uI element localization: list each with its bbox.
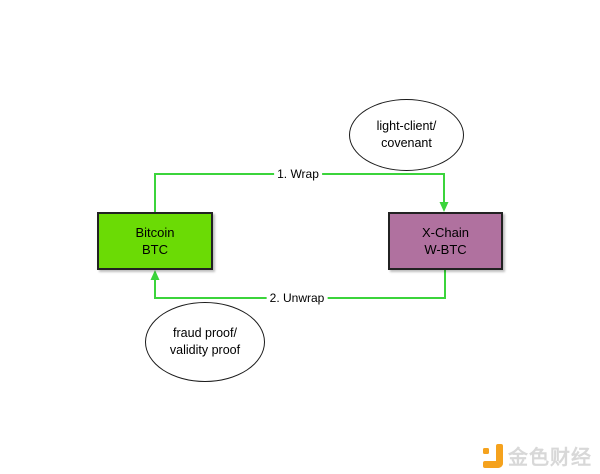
node-xchain-line2: W-BTC xyxy=(424,242,467,257)
node-light-client-line2: covenant xyxy=(381,136,432,150)
node-proof-line2: validity proof xyxy=(169,343,241,357)
watermark-text: 金色财经 xyxy=(508,447,592,469)
unwrap-arrowhead-icon xyxy=(150,270,160,280)
node-bitcoin-line1: Bitcoin xyxy=(135,225,175,240)
node-xchain-line1: X-Chain xyxy=(422,225,469,240)
wrap-edge-label: 1. Wrap xyxy=(274,167,322,181)
node-bitcoin: Bitcoin BTC xyxy=(97,212,213,270)
node-bitcoin-line2: BTC xyxy=(142,242,168,257)
unwrap-edge-label: 2. Unwrap xyxy=(266,291,328,305)
jinse-logo-icon xyxy=(483,443,503,468)
node-proof-line1: fraud proof/ xyxy=(173,326,237,340)
wrap-arrowhead-icon xyxy=(439,202,449,212)
node-light-client-line1: light-client/ xyxy=(376,119,437,133)
watermark: 金色财经 xyxy=(483,441,592,470)
node-fraud-validity-proof: fraud proof/ validity proof xyxy=(145,302,265,382)
node-xchain: X-Chain W-BTC xyxy=(388,212,503,270)
node-light-client-covenant: light-client/ covenant xyxy=(349,99,464,171)
